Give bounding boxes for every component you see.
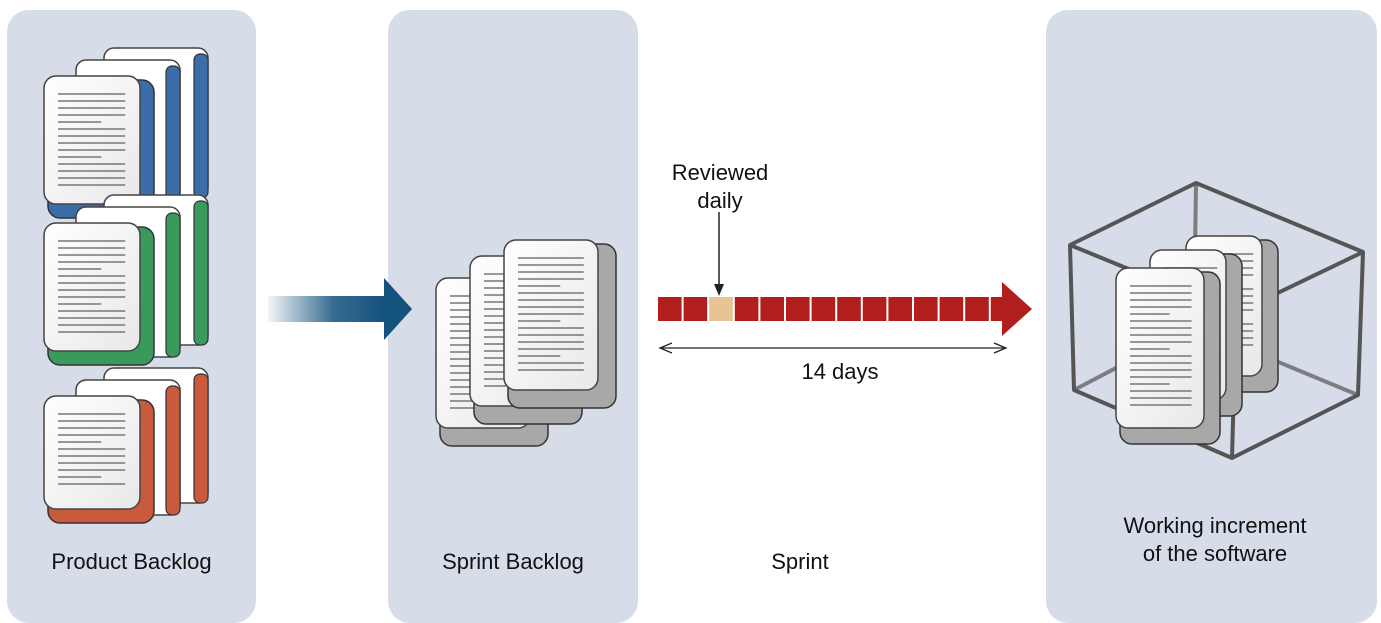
sprint-day-6 bbox=[786, 297, 810, 321]
sprint-arrow-head bbox=[1002, 282, 1032, 336]
sprint-day-4 bbox=[734, 297, 759, 321]
sprint-timeline bbox=[658, 297, 1015, 321]
sprint-backlog-cards bbox=[435, 239, 617, 447]
flow-arrow bbox=[268, 278, 412, 340]
red-card-front bbox=[43, 395, 155, 524]
sprint-card-front bbox=[503, 239, 617, 409]
sprint-day-3 bbox=[709, 297, 733, 321]
reviewed-daily-label: Reviewed daily bbox=[640, 159, 800, 215]
reviewed-line-1: Reviewed bbox=[671, 160, 769, 185]
reviewed-daily-pointer-head bbox=[714, 284, 724, 296]
sprint-day-5 bbox=[760, 297, 784, 321]
blue-card-front bbox=[43, 75, 155, 219]
sprint-day-7 bbox=[811, 297, 836, 321]
sprint-label: Sprint bbox=[771, 549, 829, 574]
increment-label: Working increment of the software bbox=[1080, 512, 1350, 568]
product-backlog-label: Product Backlog bbox=[51, 549, 212, 574]
reviewed-line-2: daily bbox=[697, 188, 743, 213]
sprint-day-9 bbox=[862, 297, 887, 321]
green-card-front bbox=[43, 222, 155, 366]
sprint-day-12 bbox=[939, 297, 964, 321]
sprint-day-13 bbox=[965, 297, 989, 321]
sprint-day-2 bbox=[683, 297, 708, 321]
sprint-day-8 bbox=[837, 297, 861, 321]
product-backlog-cards bbox=[43, 47, 209, 524]
sprint-backlog-label: Sprint Backlog bbox=[442, 549, 584, 574]
increment-line-2: of the software bbox=[1142, 541, 1288, 566]
increment-line-1: Working increment bbox=[1123, 513, 1307, 538]
sprint-day-11 bbox=[914, 297, 938, 321]
duration-span-arrow bbox=[658, 342, 1008, 354]
sprint-day-10 bbox=[888, 297, 912, 321]
increment-cards bbox=[1115, 235, 1279, 445]
sprint-day-1 bbox=[658, 297, 682, 321]
duration-label: 14 days bbox=[801, 359, 879, 384]
increment-card-front bbox=[1115, 267, 1221, 445]
